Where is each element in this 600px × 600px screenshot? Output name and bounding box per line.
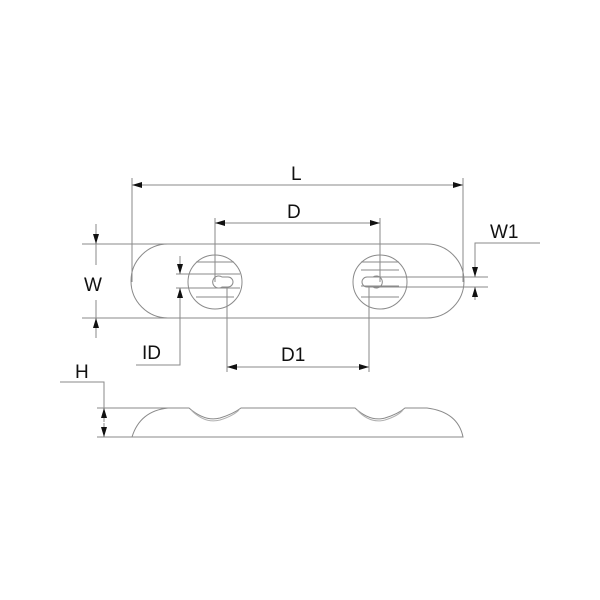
side-profile: [131, 407, 464, 438]
label-length: L: [291, 164, 302, 185]
left-keyhole: [212, 275, 234, 289]
label-slot-width: W1: [490, 222, 519, 243]
label-slot-distance: D1: [281, 345, 305, 366]
label-height: H: [75, 362, 89, 383]
plate-outline: [130, 243, 465, 319]
top-view: [130, 243, 465, 319]
label-hole-distance: D: [287, 202, 301, 223]
dimensions: [82, 178, 540, 372]
label-width: W: [84, 275, 102, 296]
side-view: [60, 381, 464, 438]
label-inner-diameter: ID: [142, 343, 161, 364]
